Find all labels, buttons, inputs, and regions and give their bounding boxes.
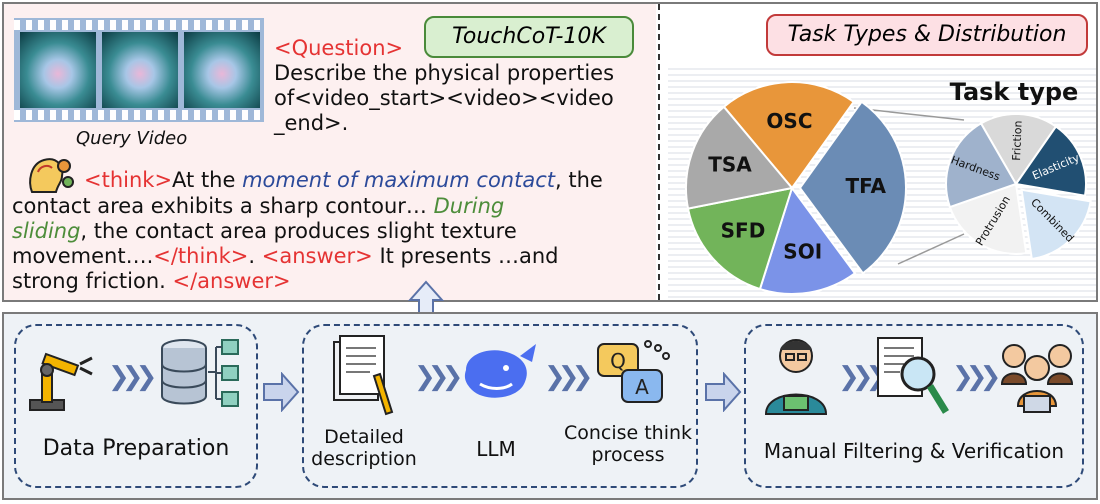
question-line-3: _end>. xyxy=(274,111,349,135)
pie-label-tfa: TFA xyxy=(845,174,886,198)
pie-slice-hardness xyxy=(945,122,1018,209)
highlight-moment: moment of maximum contact xyxy=(242,168,555,192)
highlight-sliding: During xyxy=(433,194,505,218)
pie-slice-tfa xyxy=(798,100,907,275)
task-distribution-chart: Task type OSC TFA SOI SFD TSA FrictionElasti… xyxy=(668,64,1096,300)
person-laptop-icon xyxy=(764,339,828,415)
chart-title: Task type xyxy=(950,78,1079,106)
query-section: Query Video <Question> Describe the phys… xyxy=(4,4,656,300)
reasoning-text: , the contact area produces slight textu… xyxy=(80,219,517,243)
database-icon xyxy=(161,339,239,407)
chevron-right-icon: ❯❯❯ xyxy=(414,362,463,392)
pie-slice-osc xyxy=(722,81,856,190)
distribution-badge: Task Types & Distribution xyxy=(766,14,1088,56)
answer-open-tag: <answer> xyxy=(261,244,373,268)
question-line-2: of<video_start><video><video xyxy=(274,86,614,110)
pie-slice-sfd xyxy=(686,186,794,291)
video-frame-1 xyxy=(20,32,96,108)
video-frame-3 xyxy=(184,32,260,108)
question-line-1: Describe the physical properties xyxy=(274,61,615,85)
arrow-right-icon xyxy=(263,372,300,412)
document-pen-icon xyxy=(333,335,394,416)
pie-label-friction: Friction xyxy=(1010,120,1025,161)
think-open-tag: <think> xyxy=(84,168,173,192)
pie-slice-protrusion xyxy=(948,182,1028,255)
qa-a-letter: A xyxy=(635,375,649,399)
brain-gear-icon xyxy=(29,158,74,193)
qa-chat-icon: Q A xyxy=(597,340,670,403)
generation-box xyxy=(302,324,698,488)
section-divider xyxy=(658,4,660,300)
detailed-label: Detailed description xyxy=(306,426,422,470)
video-caption: Query Video xyxy=(76,128,188,149)
question-tag: <Question> xyxy=(274,36,404,60)
detailed-label-line1: Detailed xyxy=(324,426,404,448)
data-preparation-label: Data Preparation xyxy=(42,436,230,461)
pie-slice-combined xyxy=(1020,188,1092,261)
pie-slice-elasticity xyxy=(1014,125,1087,197)
qa-q-letter: Q xyxy=(610,349,626,373)
pie-slice-friction xyxy=(979,113,1058,186)
reasoning-text: movement…. xyxy=(12,244,154,268)
highlight-sliding: sliding xyxy=(12,219,81,243)
pie-slice-tsa xyxy=(685,105,794,210)
pipeline-panel: ❯❯❯ Data Preparation Detailed descriptio… xyxy=(2,312,1098,500)
pie-label-sfd: SFD xyxy=(721,218,766,242)
question-block: <Question> Describe the physical propert… xyxy=(274,36,614,136)
detailed-label-line2: description xyxy=(311,448,417,470)
reasoning-text: strong friction. xyxy=(12,269,173,293)
manual-filtering-label: Manual Filtering & Verification xyxy=(763,439,1065,463)
reasoning-lines: contact area exhibits a sharp contour… D… xyxy=(12,194,652,294)
magnifier-document-icon xyxy=(877,337,949,414)
llm-label: LLM xyxy=(476,437,516,461)
robot-arm-icon xyxy=(29,352,93,411)
reasoning-text: contact area exhibits a sharp contour… xyxy=(12,194,434,218)
concise-label: Concise think process xyxy=(560,422,696,466)
distribution-title: Task Types & Distribution xyxy=(787,22,1067,47)
dataset-name: TouchCoT-10K xyxy=(452,24,606,49)
whale-llm-icon xyxy=(464,344,536,398)
main-pie: OSC TFA SOI SFD TSA xyxy=(685,81,907,295)
chevron-right-icon: ❯❯❯ xyxy=(108,362,157,392)
concise-label-line1: Concise think xyxy=(563,422,693,444)
chevron-right-icon: ❯❯❯ xyxy=(952,362,1001,392)
pie-label-tsa: TSA xyxy=(708,153,752,177)
chevron-right-icon: ❯❯❯ xyxy=(544,362,593,392)
video-frame-2 xyxy=(102,32,178,108)
arrow-right-icon xyxy=(705,372,742,412)
query-video-filmstrip xyxy=(14,18,264,122)
team-icon xyxy=(1000,344,1074,413)
pie-label-osc: OSC xyxy=(766,109,812,133)
sub-pie: FrictionElasticityCombinedProtrusionHard… xyxy=(945,113,1092,261)
data-preparation-box xyxy=(14,324,258,488)
reasoning-text: It presents …and xyxy=(372,244,559,268)
concise-label-line2: process xyxy=(591,444,665,466)
answer-close-tag: </answer> xyxy=(172,269,291,293)
think-close-tag: </think> xyxy=(153,244,249,268)
connector-line-bottom xyxy=(897,233,965,265)
dataset-badge: TouchCoT-10K xyxy=(424,16,634,58)
reasoning-text: . xyxy=(248,244,262,268)
reasoning-text: At the xyxy=(172,168,243,192)
pie-label-soi: SOI xyxy=(783,239,822,263)
top-panel: Query Video <Question> Describe the phys… xyxy=(2,2,1098,302)
reasoning-block: <think>At the moment of maximum contact,… xyxy=(84,168,644,193)
verification-box xyxy=(744,324,1084,488)
reasoning-text: , the xyxy=(554,168,603,192)
